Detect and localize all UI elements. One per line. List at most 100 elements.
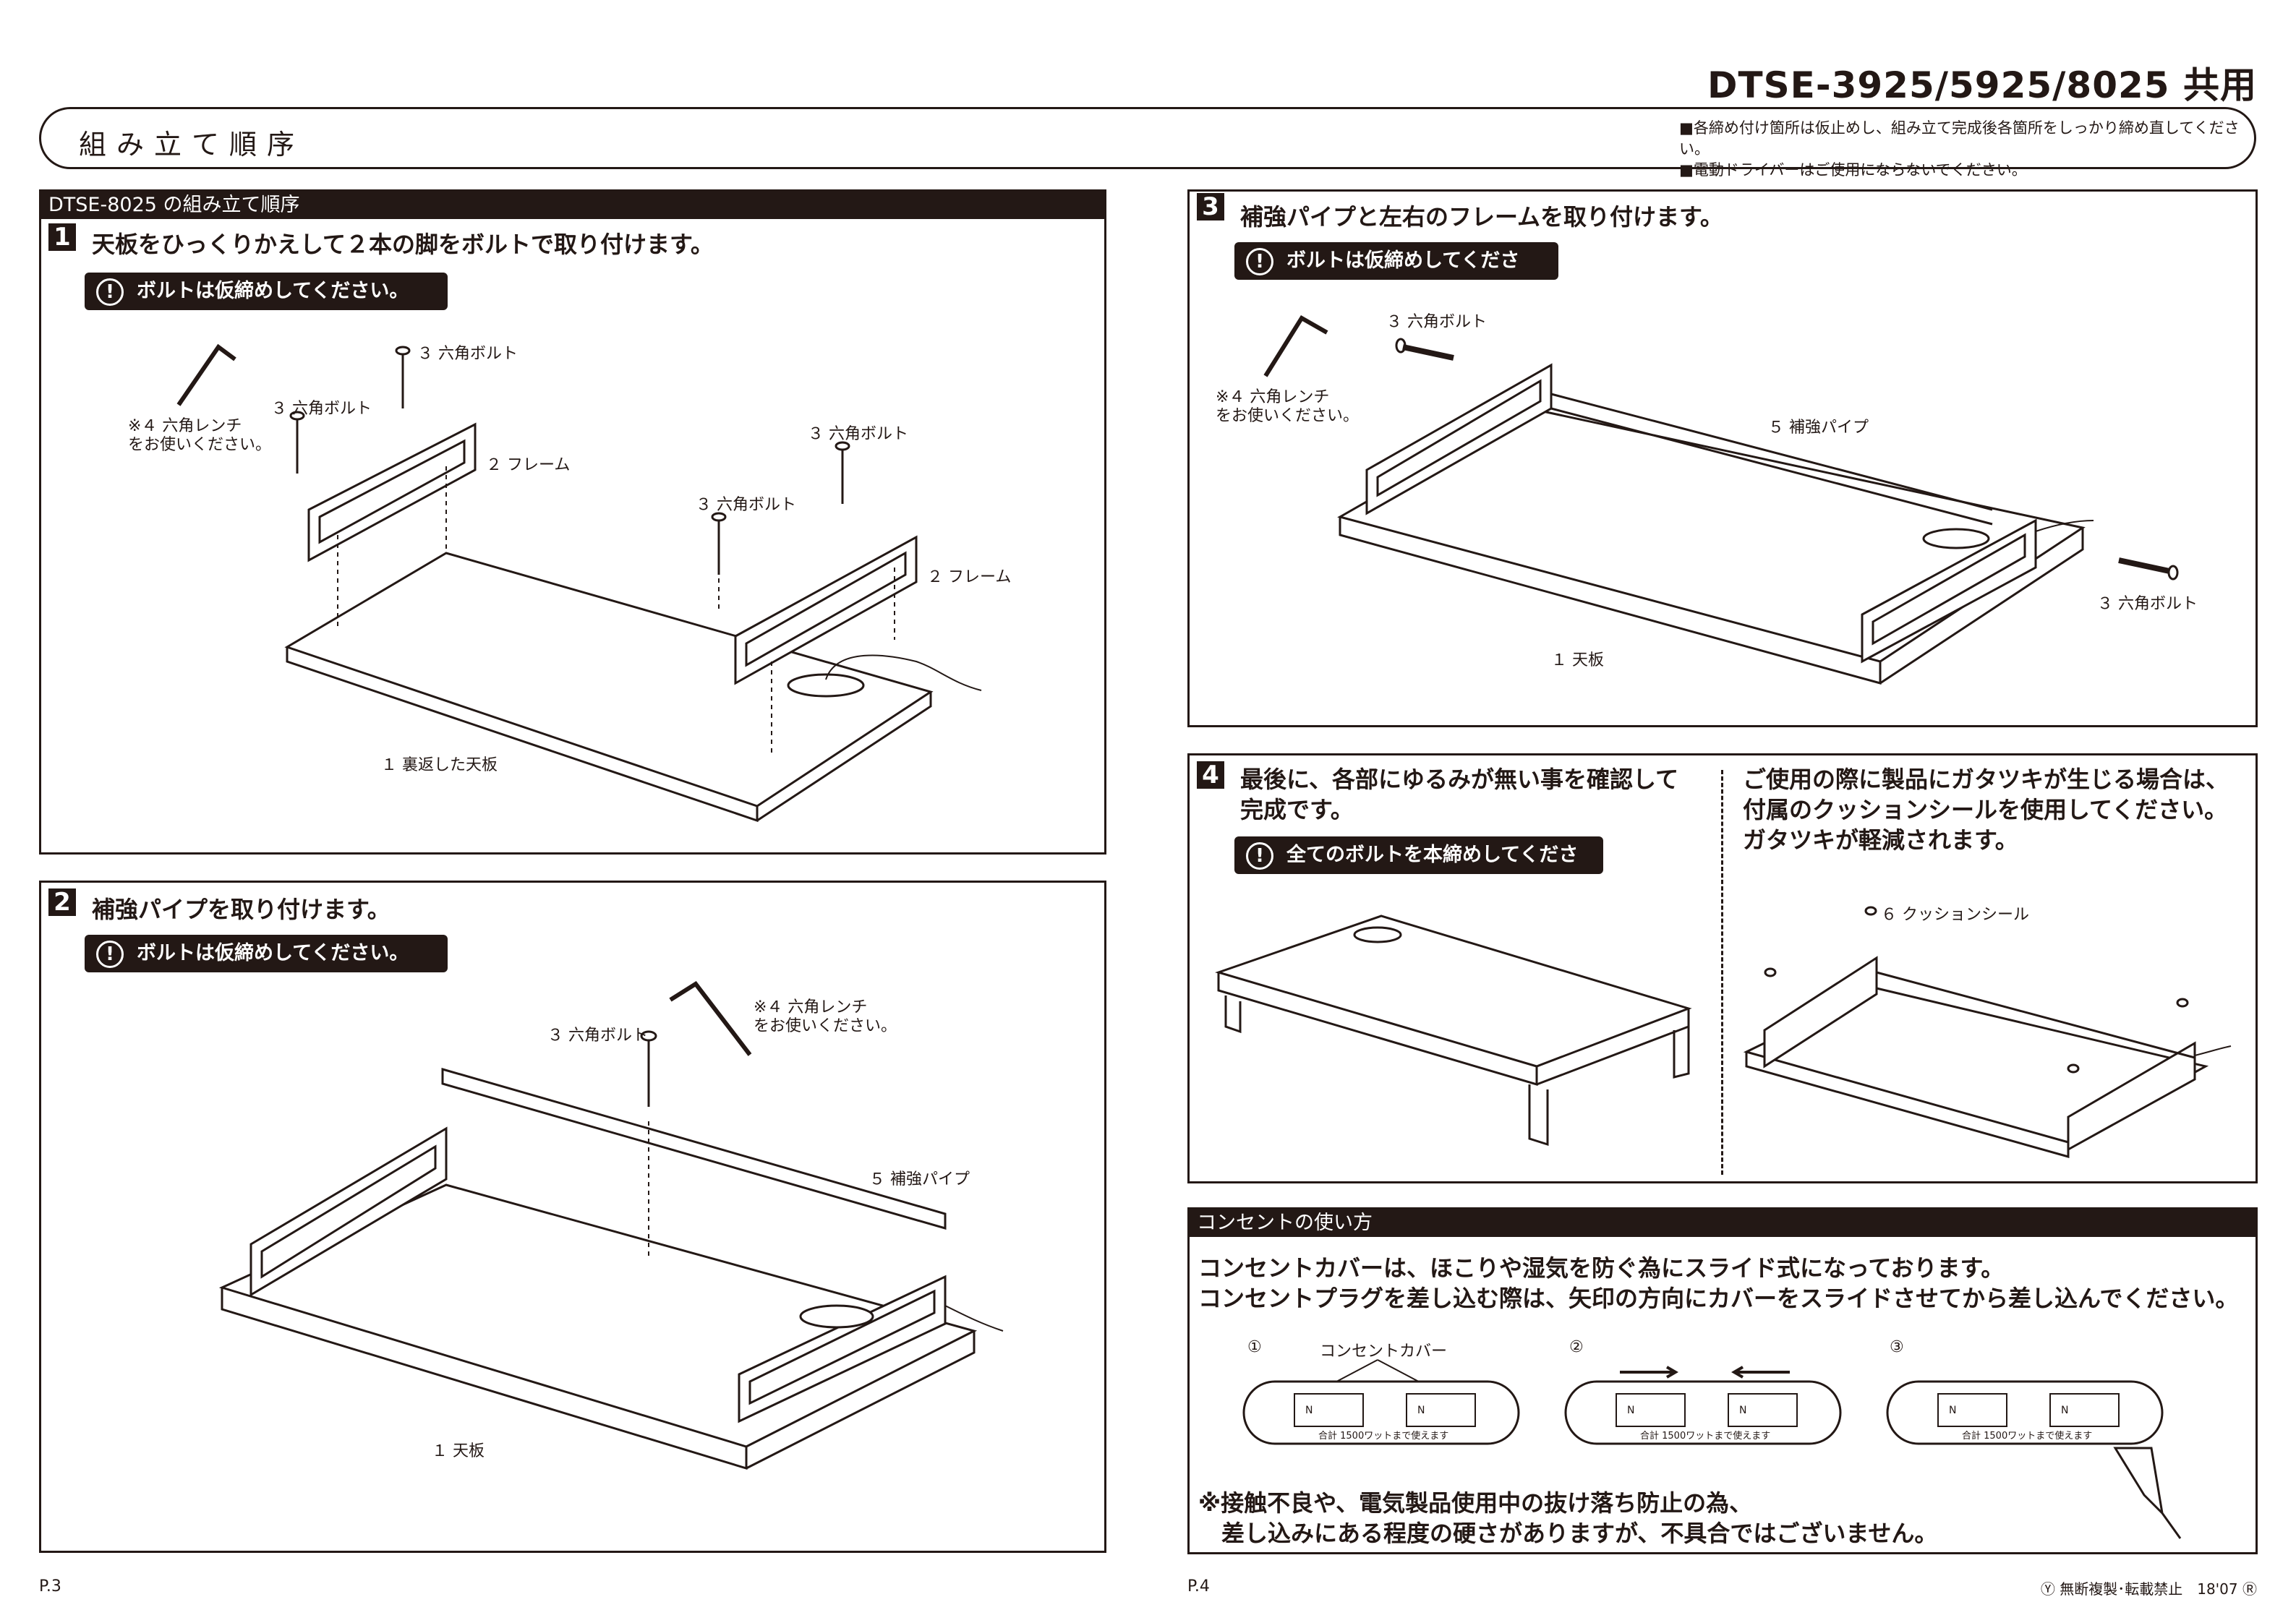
label-pipe: ５ 補強パイプ: [869, 1170, 970, 1189]
socket-n-4: N: [1739, 1405, 1747, 1416]
hex-wrench-icon: [669, 981, 752, 1056]
step2-panel: 2 補強パイプを取り付けます。 ! ボルトは仮締めしてください。 ３ 六角ボルト…: [39, 881, 1106, 1553]
exclamation-icon: !: [1246, 248, 1273, 275]
bolt-icon: [711, 512, 727, 575]
socket-n-5: N: [1949, 1405, 1957, 1416]
capacity-3: 合計 1500ワットまで使えます: [1962, 1431, 2093, 1442]
label-bolt-a: ３ 六角ボルト: [417, 345, 518, 363]
divider-line: [1721, 770, 1723, 1175]
outlet-icon: [787, 673, 865, 698]
bolt-icon: [289, 411, 305, 474]
socket-n-2: N: [1417, 1405, 1425, 1416]
step4-panel: 4 最後に、各部にゆるみが無い事を確認して 完成です。 ! 全てのボルトを本締め…: [1187, 753, 2258, 1183]
label-wrench: ※４ 六角レンチ をお使いください。: [1216, 388, 1360, 425]
page-number-right: P.4: [1187, 1577, 1210, 1596]
step3-illustration: [1263, 314, 2179, 685]
capacity-2: 合計 1500ワットまで使えます: [1640, 1431, 1771, 1442]
cushion-seal-icon: [1764, 967, 1777, 977]
step4-illustration: [1215, 906, 2232, 1158]
outlet-warning: ※接触不良や、電気製品使用中の抜け落ち防止の為、 差し込みにある程度の硬さがあり…: [1198, 1489, 1938, 1547]
model-number: DTSE-3925/5925/8025 共用: [1707, 64, 2257, 106]
frame-right: [738, 1275, 947, 1423]
label-table-top: １ 天板: [432, 1442, 485, 1460]
outlet-strip-2: [1564, 1380, 1842, 1445]
step1-panel: DTSE-8025 の組み立て順序 1 天板をひっくりかえして２本の脚をボルトで…: [39, 189, 1106, 855]
copyright-text: 無断複製･転載禁止 18'07: [2060, 1580, 2238, 1598]
label-bolt-b: ３ 六角ボルト: [2097, 595, 2198, 613]
outlet-strip-1: [1242, 1380, 1520, 1445]
bolt-icon: [395, 346, 411, 408]
arrow-right-icon: [1620, 1366, 1678, 1379]
callout-text: 全てのボルトを本締めしてください。: [1286, 844, 1579, 904]
page-number-left: P.3: [39, 1577, 61, 1596]
finished-desk-top: [1215, 915, 1692, 1068]
outlet-usage-header: コンセントの使い方: [1190, 1209, 2256, 1237]
socket-n-3: N: [1627, 1405, 1635, 1416]
step2-illustration: [218, 981, 1004, 1470]
frame-right: [2067, 1041, 2196, 1152]
step-number: 4: [1197, 761, 1224, 789]
copyright-notice: Ⓨ 無断複製･転載禁止 18'07 Ⓡ: [2041, 1577, 2257, 1598]
label-bolt-c: ３ 六角ボルト: [808, 425, 908, 443]
reinforcement-pipe: [441, 1068, 947, 1230]
outlet-icon: [1353, 926, 1402, 943]
label-frame-a: ２ フレーム: [486, 456, 571, 474]
capacity-1: 合計 1500ワットまで使えます: [1318, 1431, 1449, 1442]
frame-right: [1861, 518, 2037, 664]
power-cord: [2035, 520, 2094, 532]
cushion-note: ご使用の際に製品にガタツキが生じる場合は、 付属のクッションシールを使用してくだ…: [1743, 766, 2229, 854]
hex-wrench-icon: [1263, 314, 1328, 377]
power-cord: [2194, 1045, 2232, 1056]
step-mark-2: ②: [1569, 1338, 1584, 1356]
power-cord: [944, 1305, 1004, 1332]
step-mark-3: ③: [1890, 1338, 1904, 1356]
note-tighten: ■各締め付け箇所は仮止めし、組み立て完成後各箇所をしっかり締め直してください。: [1679, 119, 2240, 158]
step-number: 1: [48, 223, 76, 251]
callout-temporary-tighten: ! ボルトは仮締めしてください。: [1234, 242, 1558, 309]
callout-text: ボルトは仮締めしてください。: [137, 942, 409, 964]
exclamation-icon: !: [96, 278, 124, 306]
title-bar: 組み立て順序 ■各締め付け箇所は仮止めし、組み立て完成後各箇所をしっかり締め直し…: [39, 107, 2256, 179]
cushion-seal-icon: [2176, 998, 2189, 1008]
step-title: 補強パイプと左右のフレームを取り付けます。: [1240, 203, 1723, 231]
page-title: 組み立て順序: [79, 129, 305, 160]
bolt-icon: [1395, 338, 1454, 361]
copyright-mark-icon: Ⓨ: [2040, 1580, 2055, 1598]
step-title: 天板をひっくりかえして２本の脚をボルトで取り付けます。: [92, 231, 714, 258]
exclamation-icon: !: [96, 941, 124, 968]
label-bolt-a: ３ 六角ボルト: [1386, 313, 1487, 331]
arrow-left-icon: [1731, 1366, 1790, 1379]
outlet-diagrams: [1242, 1359, 2182, 1539]
label-bolt-d: ３ 六角ボルト: [696, 496, 796, 514]
callout-temporary-tighten: ! ボルトは仮締めしてください。: [85, 935, 448, 972]
label-pipe: ５ 補強パイプ: [1768, 419, 1869, 437]
bolt-icon: [640, 1030, 657, 1107]
step3-panel: 3 補強パイプと左右のフレームを取り付けます。 ! ボルトは仮締めしてください。…: [1187, 189, 2258, 727]
step-title: 補強パイプを取り付けます。: [92, 896, 391, 923]
power-cord: [825, 654, 982, 691]
exclamation-icon: !: [1246, 842, 1273, 870]
step-number: 3: [1197, 193, 1224, 220]
step-title: 最後に、各部にゆるみが無い事を確認して 完成です。: [1240, 766, 1679, 823]
label-bolt-b: ３ 六角ボルト: [271, 400, 372, 418]
label-cushion-seal: ６ クッションシール: [1881, 906, 2029, 924]
outlet-description: コンセントカバーは、ほこりや湿気を防ぐ為にスライド式になっております。 コンセン…: [1198, 1254, 2239, 1312]
assembly-order-header: DTSE-8025 の組み立て順序: [41, 192, 1104, 219]
outlet-panel: コンセントの使い方 コンセントカバーは、ほこりや湿気を防ぐ為にスライド式になって…: [1187, 1207, 2258, 1554]
label-table-top: １ 裏返した天板: [381, 756, 498, 774]
step1-illustration: [176, 343, 982, 823]
outlet-icon: [1922, 528, 1990, 549]
cushion-seal-icon: [2067, 1063, 2080, 1074]
step-number: 2: [48, 888, 76, 916]
bolt-icon: [835, 441, 850, 504]
callout-final-tighten: ! 全てのボルトを本締めしてください。: [1234, 836, 1603, 904]
callout-text: ボルトは仮締めしてください。: [1286, 249, 1520, 309]
frame-left: [307, 422, 477, 562]
label-wrench: ※４ 六角レンチ をお使いください。: [754, 998, 897, 1035]
label-wrench: ※４ 六角レンチ をお使いください。: [128, 417, 272, 454]
socket-n-1: N: [1305, 1405, 1313, 1416]
outlet-strip-3: [1886, 1380, 2164, 1445]
assembly-notes: ■各締め付け箇所は仮止めし、組み立て完成後各箇所をしっかり締め直してください。 …: [1679, 118, 2254, 181]
note-no-power-driver: ■電動ドライバーはご使用にならないでください。: [1679, 161, 2027, 179]
plug-icon: [2113, 1447, 2182, 1539]
